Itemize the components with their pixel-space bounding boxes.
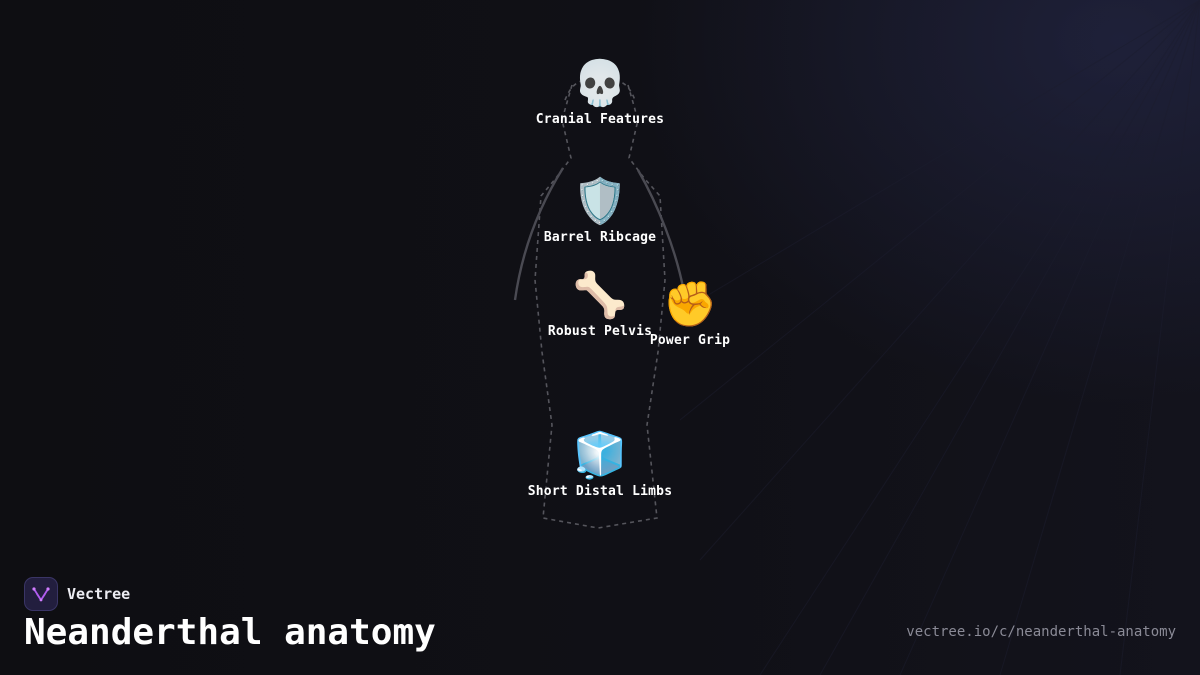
- brand-name: Vectree: [67, 585, 131, 603]
- bone-icon: 🦴: [572, 270, 628, 321]
- feature-label-grip: Power Grip: [649, 333, 731, 348]
- page-title: Neanderthal anatomy: [24, 612, 436, 653]
- page-url[interactable]: vectree.io/c/neanderthal-anatomy: [906, 624, 1176, 640]
- feature-ribcage[interactable]: 🛡️ Barrel Ribcage: [544, 176, 656, 245]
- feature-cranial[interactable]: 💀 Cranial Features: [536, 58, 664, 127]
- feature-label-ribcage: Barrel Ribcage: [543, 230, 657, 245]
- brand-logo: [24, 577, 58, 611]
- ice-cube-icon: 🧊: [572, 430, 628, 481]
- shield-icon: 🛡️: [572, 176, 628, 227]
- feature-pelvis[interactable]: 🦴 Robust Pelvis: [548, 270, 652, 339]
- feature-label-limbs: Short Distal Limbs: [527, 484, 673, 499]
- feature-label-pelvis: Robust Pelvis: [547, 324, 653, 339]
- body-outline: [534, 79, 666, 529]
- tree-branch-icon: [32, 587, 50, 602]
- skull-icon: 💀: [572, 58, 628, 109]
- brand[interactable]: Vectree: [24, 577, 130, 611]
- right-arm-line: [636, 169, 686, 293]
- raised-fist-icon: ✊: [662, 279, 718, 330]
- left-arm-line: [513, 167, 565, 301]
- feature-grip[interactable]: ✊ Power Grip: [650, 279, 730, 348]
- feature-limbs[interactable]: 🧊 Short Distal Limbs: [528, 430, 672, 499]
- feature-label-cranial: Cranial Features: [535, 112, 665, 127]
